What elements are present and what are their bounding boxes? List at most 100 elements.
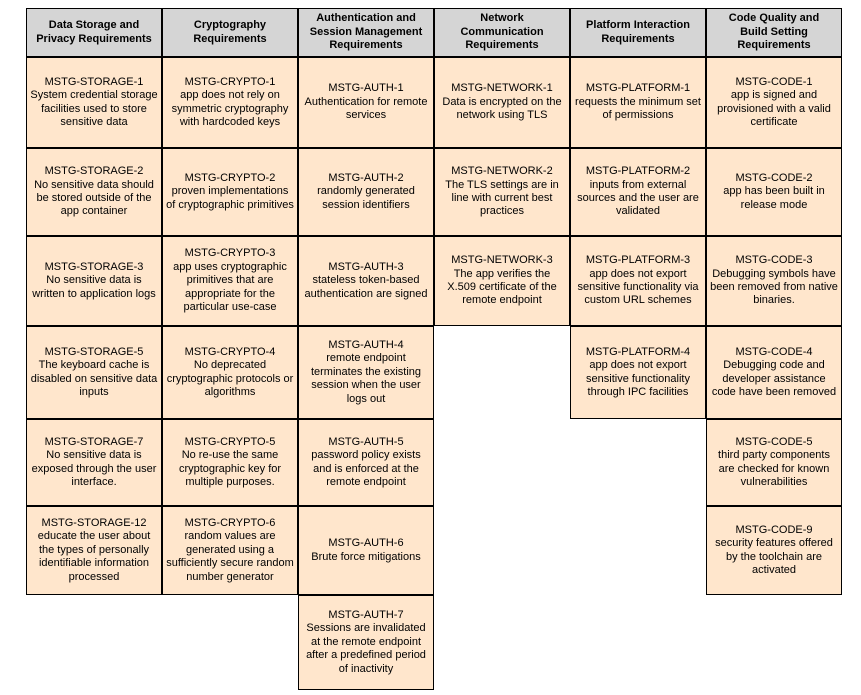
requirement-text: password policy exists and is enforced a… [311, 449, 421, 488]
requirement-text: inputs from external sources and the use… [577, 178, 699, 218]
requirement-code: MSTG-STORAGE-7 [44, 435, 144, 448]
requirement-text: Brute force mitigations [311, 550, 421, 563]
requirement-text: Authentication for remote services [304, 95, 428, 122]
requirement-code: MSTG-STORAGE-2 [44, 165, 144, 178]
requirement-cell: MSTG-AUTH-5 password policy exists and i… [298, 419, 434, 506]
requirement-code: MSTG-CRYPTO-5 [184, 435, 276, 448]
column-data-storage: Data Storage and Privacy Requirements MS… [26, 8, 162, 595]
requirement-text: randomly generated session identifiers [317, 185, 415, 211]
requirement-cell: MSTG-STORAGE-2 No sensitive data should … [26, 148, 162, 236]
requirement-code: MSTG-CRYPTO-3 [184, 247, 276, 260]
requirement-code: MSTG-AUTH-3 [328, 260, 404, 273]
requirement-code: MSTG-NETWORK-1 [451, 82, 553, 95]
requirement-text: app does not export sensitive functional… [586, 359, 690, 398]
requirement-code: MSTG-AUTH-5 [328, 435, 404, 448]
requirement-text: The app verifies the X.509 certificate o… [447, 267, 557, 307]
requirement-cell: MSTG-CRYPTO-4 No deprecated cryptographi… [162, 326, 298, 419]
requirement-cell: MSTG-AUTH-6 Brute force mitigations [298, 506, 434, 595]
requirement-cell: MSTG-PLATFORM-4 app does not export sens… [570, 326, 706, 419]
requirement-text: educate the user about the types of pers… [37, 530, 151, 583]
column-header-data-storage: Data Storage and Privacy Requirements [26, 8, 162, 57]
requirement-cell: MSTG-CODE-1 app is signed and provisione… [706, 57, 842, 148]
requirement-text: Debugging code and developer assistance … [711, 359, 837, 398]
requirement-cell: MSTG-CODE-9 security features offered by… [706, 506, 842, 595]
requirement-code: MSTG-STORAGE-5 [44, 345, 144, 358]
requirement-text: app does not export sensitive functional… [577, 267, 699, 307]
requirement-code: MSTG-STORAGE-3 [44, 260, 144, 273]
requirement-text: System credential storage facilities use… [30, 89, 158, 128]
requirement-text: The TLS settings are in line with curren… [445, 178, 559, 218]
requirement-code: MSTG-CODE-9 [735, 523, 813, 536]
requirement-cell: MSTG-CRYPTO-5 No re-use the same cryptog… [162, 419, 298, 506]
requirement-text: security features offered by the toolcha… [715, 537, 833, 576]
requirement-code: MSTG-STORAGE-1 [44, 75, 144, 88]
requirement-code: MSTG-AUTH-4 [328, 338, 404, 351]
requirement-text: app uses cryptographic primitives that a… [173, 260, 287, 314]
requirement-cell: MSTG-NETWORK-1 Data is encrypted on the … [434, 57, 570, 148]
column-network: Network Communication Requirements MSTG-… [434, 8, 570, 326]
requirement-text: random values are generated using a suff… [166, 530, 294, 583]
requirement-cell: MSTG-STORAGE-1 System credential storage… [26, 57, 162, 148]
requirement-text: requests the minimum set of permissions [575, 95, 701, 122]
requirement-cell: MSTG-CRYPTO-6 random values are generate… [162, 506, 298, 595]
requirement-cell: MSTG-NETWORK-3 The app verifies the X.50… [434, 236, 570, 326]
requirement-cell: MSTG-CRYPTO-3 app uses cryptographic pri… [162, 236, 298, 326]
requirement-code: MSTG-CRYPTO-6 [184, 516, 276, 529]
requirement-code: MSTG-STORAGE-12 [41, 516, 147, 529]
requirement-text: Debugging symbols have been removed from… [710, 267, 838, 307]
requirement-cell: MSTG-CODE-3 Debugging symbols have been … [706, 236, 842, 326]
requirement-code: MSTG-CODE-1 [735, 75, 813, 88]
requirement-code: MSTG-CRYPTO-2 [184, 171, 276, 184]
requirement-cell: MSTG-STORAGE-7 No sensitive data is expo… [26, 419, 162, 506]
requirement-cell: MSTG-CRYPTO-1 app does not rely on symme… [162, 57, 298, 148]
requirement-code: MSTG-AUTH-6 [328, 537, 404, 550]
requirement-code: MSTG-AUTH-2 [328, 171, 404, 184]
requirement-text: third party components are checked for k… [718, 449, 830, 488]
column-header-code-quality: Code Quality and Build Setting Requireme… [706, 8, 842, 57]
requirement-text: No sensitive data is written to applicat… [32, 274, 156, 300]
requirement-code: MSTG-AUTH-1 [328, 82, 404, 95]
requirement-cell: MSTG-CODE-2 app has been built in releas… [706, 148, 842, 236]
requirement-code: MSTG-PLATFORM-1 [585, 82, 691, 95]
requirement-text: remote endpoint terminates the existing … [310, 352, 422, 405]
requirement-cell: MSTG-STORAGE-3 No sensitive data is writ… [26, 236, 162, 326]
requirement-code: MSTG-CODE-5 [735, 435, 813, 448]
column-header-platform: Platform Interaction Requirements [570, 8, 706, 57]
requirement-code: MSTG-PLATFORM-2 [585, 165, 691, 178]
column-header-cryptography: Cryptography Requirements [162, 8, 298, 57]
requirement-text: proven implementations of cryptographic … [166, 185, 294, 211]
requirement-cell: MSTG-AUTH-1 Authentication for remote se… [298, 57, 434, 148]
requirement-code: MSTG-AUTH-7 [328, 608, 404, 621]
column-platform: Platform Interaction Requirements MSTG-P… [570, 8, 706, 419]
requirement-cell: MSTG-PLATFORM-3 app does not export sens… [570, 236, 706, 326]
requirement-cell: MSTG-CODE-5 third party components are c… [706, 419, 842, 506]
requirement-cell: MSTG-PLATFORM-1 requests the minimum set… [570, 57, 706, 148]
requirement-code: MSTG-CODE-2 [735, 171, 813, 184]
requirement-code: MSTG-NETWORK-3 [451, 254, 553, 267]
column-cryptography: Cryptography Requirements MSTG-CRYPTO-1 … [162, 8, 298, 595]
requirement-code: MSTG-CRYPTO-4 [184, 345, 276, 358]
requirement-cell: MSTG-AUTH-3 stateless token-based authen… [298, 236, 434, 326]
column-header-network: Network Communication Requirements [434, 8, 570, 57]
requirement-cell: MSTG-AUTH-7 Sessions are invalidated at … [298, 595, 434, 690]
requirement-code: MSTG-CRYPTO-1 [184, 75, 276, 88]
requirement-cell: MSTG-CODE-4 Debugging code and developer… [706, 326, 842, 419]
requirement-cell: MSTG-AUTH-4 remote endpoint terminates t… [298, 326, 434, 419]
requirement-text: app is signed and provisioned with a val… [717, 89, 831, 128]
requirement-text: No sensitive data should be stored outsi… [34, 178, 154, 218]
requirement-code: MSTG-CODE-4 [735, 345, 813, 358]
requirement-text: No sensitive data is exposed through the… [31, 449, 157, 488]
requirement-code: MSTG-PLATFORM-3 [585, 254, 691, 267]
requirement-cell: MSTG-STORAGE-5 The keyboard cache is dis… [26, 326, 162, 419]
requirement-cell: MSTG-CRYPTO-2 proven implementations of … [162, 148, 298, 236]
requirement-text: No deprecated cryptographic protocols or… [166, 359, 294, 398]
requirement-code: MSTG-PLATFORM-4 [585, 345, 691, 358]
requirement-text: The keyboard cache is disabled on sensit… [30, 359, 158, 398]
column-header-authentication: Authentication and Session Management Re… [298, 8, 434, 57]
requirement-cell: MSTG-STORAGE-12 educate the user about t… [26, 506, 162, 595]
requirement-text: app has been built in release mode [723, 185, 825, 211]
requirement-cell: MSTG-NETWORK-2 The TLS settings are in l… [434, 148, 570, 236]
requirement-text: stateless token-based authentication are… [304, 274, 428, 300]
requirement-code: MSTG-NETWORK-2 [451, 165, 553, 178]
